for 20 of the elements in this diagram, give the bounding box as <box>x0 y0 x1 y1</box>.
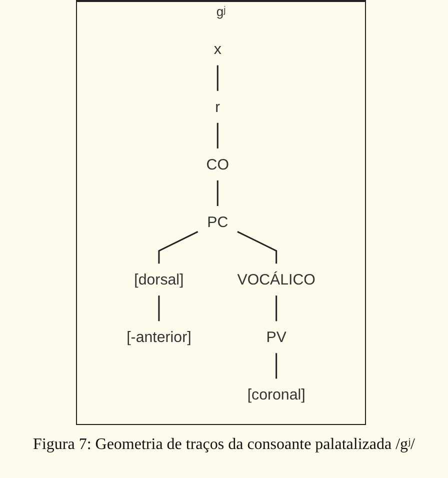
connector <box>216 180 218 206</box>
node-text: PC <box>207 212 228 230</box>
node-text: VOCÁLICO <box>237 270 316 288</box>
frame-border: gʲ x r CO PC [dorsal] [-anterior] VOCÁLICO PV [coronal] <box>76 0 366 425</box>
connector <box>158 296 160 322</box>
root-symbol: gʲ <box>216 4 226 19</box>
connector <box>216 65 218 91</box>
node-text: r <box>215 98 220 116</box>
connector <box>276 296 278 322</box>
node-text: [coronal] <box>247 386 306 404</box>
connector <box>158 231 198 264</box>
node-text: PV <box>266 328 286 346</box>
node-text: CO <box>206 155 229 173</box>
node-text: [-anterior] <box>126 328 192 346</box>
connector <box>216 122 218 148</box>
connector <box>237 231 278 264</box>
connector <box>276 353 278 379</box>
figure-caption: Figura 7: Geometria de traços da consoante palatalizada /gʲ/ <box>33 436 415 454</box>
node-text: x <box>214 40 222 58</box>
node-text: [dorsal] <box>134 270 184 288</box>
